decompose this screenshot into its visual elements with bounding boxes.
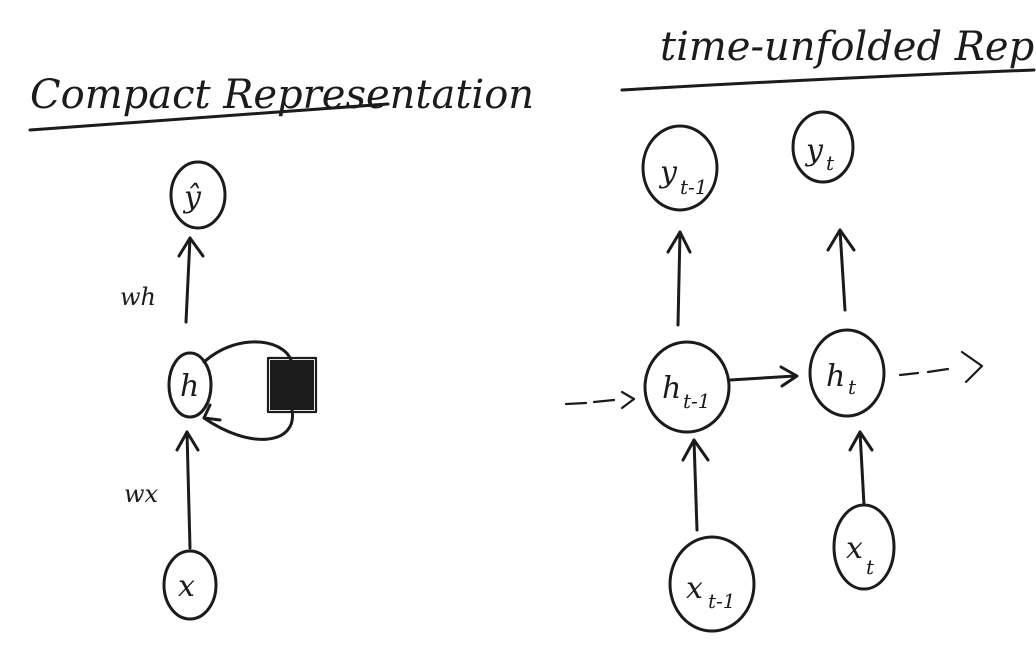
input-node-t [832,503,896,591]
compact-loop-arrowhead [202,403,222,422]
hidden-label-t-1-main: h [662,371,681,406]
input-node-t-1 [668,535,756,633]
delay-block-outline [266,356,318,414]
arrowhead-output-t [826,228,856,252]
compact-title-underline [28,102,390,132]
arrow-input-to-hidden-t-1 [692,438,699,532]
unfolded-title: time-unfolded Rep [660,24,1034,70]
arrow-hidden-t-1-to-hidden-t [728,374,797,382]
compact-output-label: ŷ [182,180,202,215]
input-label-t-main: x [846,531,863,566]
output-label-t-1-main: y [658,155,678,190]
arrowhead-hidden-t-from-input [848,430,874,452]
arrowhead-output-t-1 [666,230,692,254]
output-label-t-1-sub: t-1 [680,175,708,199]
unfolded-representation-panel: time-unfolded Rep y t-1 y t h t-1 h t [564,24,1036,633]
arrow-hidden-to-output-t-1 [676,230,682,327]
compact-input-node [162,549,218,621]
output-node-t-1 [641,124,719,212]
output-node-t [791,110,855,184]
input-label-t-sub: t [866,555,875,579]
delay-block [270,360,314,410]
arrow-input-to-hidden-t [858,430,866,507]
hidden-label-t-sub: t [848,375,857,399]
unfolded-title-underline [620,68,1036,92]
output-label-t-sub: t [826,151,835,175]
input-label-t-1-sub: t-1 [708,589,736,613]
outgoing-dashed-arrowhead [960,350,984,384]
incoming-dashed-arrowhead [620,390,636,410]
hidden-node-t-1 [643,340,731,434]
compact-arrow-hidden-to-output [184,236,192,324]
incoming-dashed-arrow [564,398,616,406]
arrow-hidden-to-output-t [838,228,847,312]
compact-output-node [169,160,227,230]
compact-arrowhead-hidden [175,430,200,452]
compact-representation-panel: Compact Representation ŷ wh h wx x [28,72,534,621]
compact-hidden-node [167,351,213,419]
compact-weight-wx: wx [124,480,159,508]
arrowhead-hidden-t-1 [681,438,710,462]
arrowhead-hidden-t [779,365,799,388]
hidden-node-t [808,328,886,418]
compact-input-label: x [178,569,195,604]
compact-arrow-input-to-hidden [185,430,192,550]
hidden-label-t-1-sub: t-1 [683,389,711,413]
compact-arrowhead-output [177,236,205,258]
output-label-t-main: y [804,133,824,168]
compact-weight-wh: wh [120,283,156,311]
input-label-t-1-main: x [686,571,703,606]
compact-hidden-label: h [180,369,199,404]
hidden-label-t-main: h [826,359,845,394]
outgoing-dashed-arrow [898,367,950,377]
